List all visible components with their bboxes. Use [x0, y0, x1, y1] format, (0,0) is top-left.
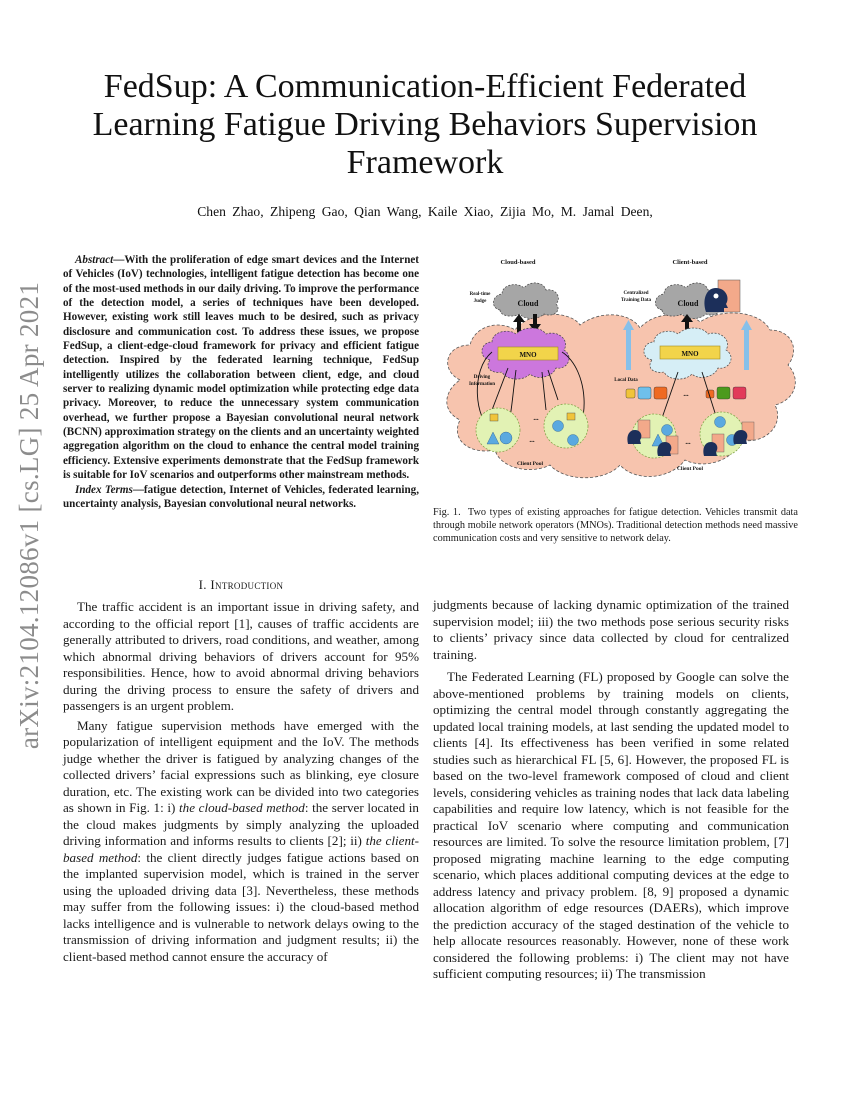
- svg-text:MNO: MNO: [519, 351, 537, 359]
- svg-text:Driving: Driving: [474, 375, 491, 380]
- svg-text:Judge: Judge: [474, 299, 488, 304]
- database-icon: [625, 386, 747, 400]
- mno-box: [497, 346, 559, 361]
- svg-text:Local Data: Local Data: [614, 378, 638, 383]
- svg-text:...: ...: [533, 414, 539, 422]
- paper-title: FedSup: A Communication-Efficient Federa…: [92, 68, 758, 181]
- author-list: Chen Zhao, Zhipeng Gao, Qian Wang, Kaile…: [197, 204, 653, 219]
- driver-head-icon: [627, 419, 755, 456]
- svg-text:Real-time: Real-time: [470, 292, 492, 297]
- mno-box: [659, 345, 721, 360]
- right-paragraph-1: judgments because of lacking dynamic opt…: [433, 597, 789, 662]
- section-heading-introduction: I. Introduction: [63, 577, 419, 593]
- index-terms-text: —fatigue detection, Internet of Vehicles…: [63, 483, 419, 510]
- svg-text:Information: Information: [469, 382, 495, 387]
- svg-text:Training Data: Training Data: [621, 298, 652, 303]
- up-arrow-icon: [513, 314, 525, 332]
- person-head-icon: [704, 279, 741, 313]
- index-terms-label: Index Terms: [75, 483, 133, 496]
- index-terms: Index Terms—fatigue detection, Internet …: [63, 483, 419, 512]
- figure-caption: Fig. 1. Two types of existing approaches…: [433, 506, 798, 546]
- up-arrow-icon: [681, 314, 693, 332]
- section-title: Introduction: [210, 577, 284, 592]
- svg-text:...: ...: [683, 390, 689, 398]
- figure-1: Cloud-based Cloud Real-time Judge MNO Dr…: [440, 250, 800, 500]
- left-column-text: The traffic accident is an important iss…: [63, 599, 419, 965]
- cloud-based-term: the cloud-based method: [179, 800, 305, 815]
- right-diagram-title: Client-based: [672, 259, 707, 266]
- right-paragraph-2: The Federated Learning (FL) proposed by …: [433, 669, 789, 981]
- intro-paragraph-1: The traffic accident is an important iss…: [63, 599, 419, 713]
- abstract-body: Abstract—With the proliferation of edge …: [63, 253, 419, 483]
- svg-text:Cloud: Cloud: [518, 299, 539, 308]
- figure-label: Fig. 1.: [433, 507, 461, 518]
- storm-cloud-icon: [655, 282, 721, 319]
- caption-text: Two types of existing approaches for fat…: [433, 507, 798, 545]
- svg-text:Client Pool: Client Pool: [677, 466, 704, 472]
- abstract-text: —With the proliferation of edge smart de…: [63, 254, 419, 482]
- storm-cloud-icon: [493, 282, 559, 319]
- client-based-term: the client-based method: [63, 833, 419, 865]
- svg-text:...: ...: [685, 438, 691, 446]
- arxiv-identifier: arXiv:2104.12086v1 [cs.LG] 25 Apr 2021: [14, 281, 45, 749]
- arxiv-stamp: arXiv:2104.12086v1 [cs.LG] 25 Apr 2021: [10, 281, 50, 748]
- right-column-text: judgments because of lacking dynamic opt…: [433, 597, 789, 983]
- svg-text:Cloud: Cloud: [678, 299, 699, 308]
- abstract: Abstract—With the proliferation of edge …: [63, 253, 419, 511]
- upload-arrow-icon: [623, 320, 752, 370]
- svg-text:Client Pool: Client Pool: [517, 461, 544, 467]
- svg-text:MNO: MNO: [681, 350, 699, 358]
- abstract-label: Abstract: [75, 254, 114, 266]
- section-number: I.: [198, 577, 207, 592]
- intro-paragraph-2: Many fatigue supervision methods have em…: [63, 717, 419, 964]
- database-icon: [489, 412, 576, 422]
- svg-text:...: ...: [529, 436, 535, 444]
- svg-text:Centralized: Centralized: [624, 291, 649, 296]
- left-diagram-title: Cloud-based: [500, 259, 535, 266]
